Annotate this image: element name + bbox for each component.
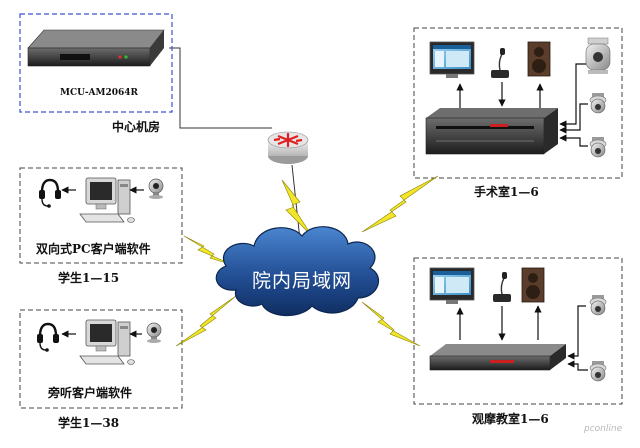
bidirectional-software-label: 双向式PC客户端软件 xyxy=(36,242,151,256)
lan-label: 院内局域网 xyxy=(252,270,353,292)
arrow xyxy=(559,134,588,147)
lightning-link-icon xyxy=(361,301,421,347)
dome-camera-icon xyxy=(589,136,607,158)
pc-workstation-icon xyxy=(79,177,135,223)
student-group-1-label: 学生1—15 xyxy=(58,271,120,285)
student-group-2-label: 学生1—38 xyxy=(58,416,120,430)
operating-room-box xyxy=(413,27,623,179)
lightning-link-icon xyxy=(175,295,237,347)
recording-host-device xyxy=(429,344,566,371)
lan-cloud-icon xyxy=(215,226,380,317)
observation-room-box xyxy=(413,257,623,405)
dome-camera-icon xyxy=(589,294,607,316)
center-room-box xyxy=(19,13,173,113)
lightning-link-icon xyxy=(361,175,439,233)
headset-icon xyxy=(37,178,63,210)
router-icon xyxy=(267,131,309,164)
arrow xyxy=(559,63,586,128)
center-uplink-line xyxy=(169,47,272,129)
webcam-icon xyxy=(148,178,164,200)
student-bidirectional-box xyxy=(19,167,183,264)
speaker-icon xyxy=(521,267,545,303)
operating-room-label: 手术室1—6 xyxy=(474,185,539,199)
arrow xyxy=(559,103,588,134)
listen-software-label: 旁听客户端软件 xyxy=(48,386,133,400)
display-monitor-icon xyxy=(429,41,475,79)
mcu-device-label: MCU-AM2064R xyxy=(60,88,139,98)
mcu-server-device xyxy=(27,29,165,67)
watermark-text: pconline xyxy=(584,424,623,434)
display-monitor-icon xyxy=(429,267,475,305)
webcam-icon xyxy=(146,322,162,344)
dome-camera-icon xyxy=(589,92,607,114)
microphone-icon xyxy=(490,47,510,79)
microphone-icon xyxy=(492,271,512,303)
speaker-icon xyxy=(527,41,551,77)
observation-room-label: 观摩教室1—6 xyxy=(472,412,549,426)
ptz-camera-icon xyxy=(585,37,611,74)
center-room-label: 中心机房 xyxy=(112,120,161,134)
dome-camera-icon xyxy=(589,360,607,382)
headset-icon xyxy=(35,322,61,353)
student-listen-box xyxy=(19,309,183,409)
arrow xyxy=(567,360,588,371)
pc-workstation-icon xyxy=(79,319,135,365)
arrow xyxy=(567,305,586,360)
recording-host-device xyxy=(425,108,558,155)
